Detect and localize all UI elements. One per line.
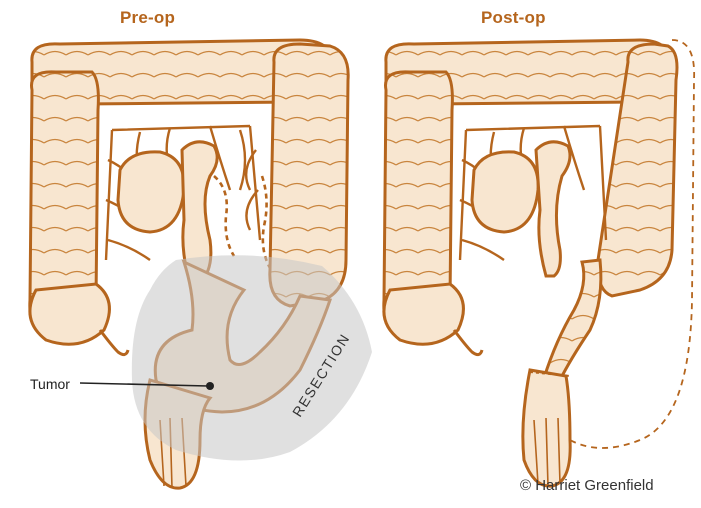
pre-op-title: Pre-op xyxy=(120,8,175,28)
pre-resection-markers xyxy=(214,176,270,268)
pre-central-loop xyxy=(118,152,184,232)
post-op-title: Post-op xyxy=(481,8,546,28)
post-op-diagram xyxy=(384,40,694,486)
tumor-label: Tumor xyxy=(30,376,70,392)
pre-appendix xyxy=(100,330,128,355)
post-central-loop xyxy=(472,152,538,232)
post-central-loop-2 xyxy=(536,142,570,276)
copyright-credit: © Harriet Greenfield xyxy=(520,477,654,494)
pre-op-diagram: RESECTION xyxy=(30,40,372,488)
post-appendix xyxy=(454,330,482,355)
post-cecum xyxy=(384,284,464,344)
pre-cecum xyxy=(30,284,110,344)
post-sigmoid-colon xyxy=(544,260,601,380)
